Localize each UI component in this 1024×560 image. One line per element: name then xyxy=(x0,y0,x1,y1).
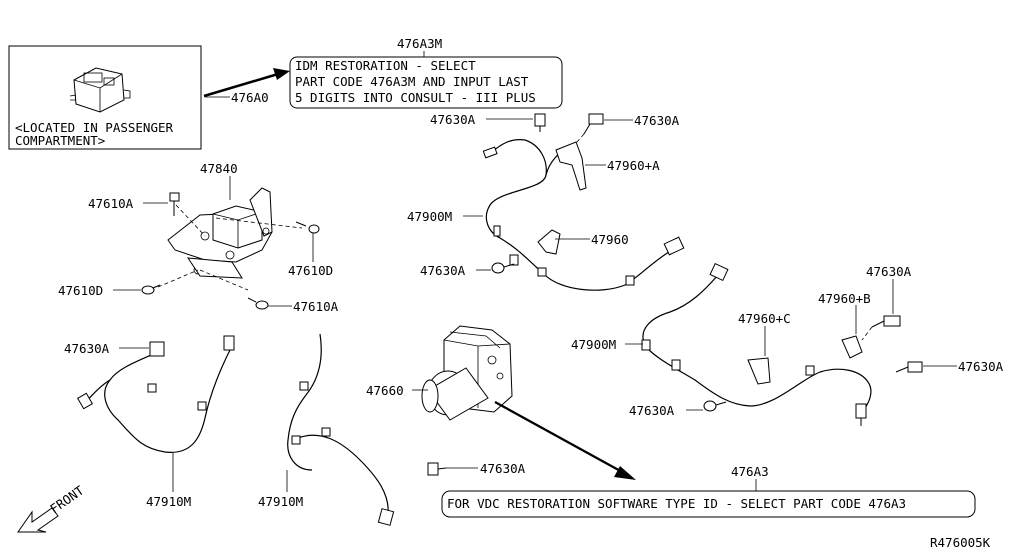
label-47630a-bottom: 47630A xyxy=(480,461,526,476)
label-47610d-left: 47610D xyxy=(58,283,103,298)
bolt-47630a-right-top xyxy=(583,113,604,135)
bolt-47630a-left xyxy=(703,400,727,412)
idm-arrow xyxy=(203,68,290,98)
label-47610a-top: 47610A xyxy=(88,196,134,211)
front-arrow-icon xyxy=(17,507,59,533)
label-47910m-right: 47910M xyxy=(258,494,303,509)
bracket-47960 xyxy=(537,229,561,255)
idm-note-line1: IDM RESTORATION - SELECT xyxy=(295,58,476,73)
label-47630a-far-right: 47630A xyxy=(866,264,912,279)
label-47910m-left: 47910M xyxy=(146,494,191,509)
label-476a3m: 476A3M xyxy=(397,36,442,51)
idm-module-icon xyxy=(69,67,131,113)
rear-sensor-harness xyxy=(641,262,872,426)
label-47960b: 47960+B xyxy=(818,291,871,306)
vdc-note-frame xyxy=(441,490,976,518)
idm-note: 476A3M IDM RESTORATION - SELECT PART COD… xyxy=(289,36,563,109)
bolt-47610a-top xyxy=(169,192,180,216)
bolt-47630a-far-right xyxy=(871,315,901,328)
front-sensor-harness xyxy=(482,139,685,291)
bolt-47630a-right-low xyxy=(895,361,923,373)
label-47630a-right: 47630A xyxy=(958,359,1004,374)
inset-caption-line2: COMPARTMENT> xyxy=(15,133,105,148)
rear-wheel-sensor-left xyxy=(76,335,235,453)
bolt-47630a-mid xyxy=(491,262,515,274)
figure-code: R476005K xyxy=(930,535,991,550)
front-direction-indicator: FRONT xyxy=(17,482,87,533)
inset-frame xyxy=(8,45,202,150)
idm-note-line3: 5 DIGITS INTO CONSULT - III PLUS xyxy=(295,90,536,105)
front-label: FRONT xyxy=(47,482,87,516)
label-47660: 47660 xyxy=(366,383,404,398)
vdc-note: 476A3 FOR VDC RESTORATION SOFTWARE TYPE … xyxy=(441,464,976,518)
bolt-47610a-bottom xyxy=(247,297,269,310)
label-476a3: 476A3 xyxy=(731,464,769,479)
label-47630a-left-area: 47630A xyxy=(64,341,110,356)
label-47630a-left: 47630A xyxy=(629,403,675,418)
label-47960: 47960 xyxy=(591,232,629,247)
inset-caption-line1: <LOCATED IN PASSENGER xyxy=(15,120,174,135)
label-47630a-right-top: 47630A xyxy=(634,113,680,128)
label-47630a-mid-top: 47630A xyxy=(430,112,476,127)
bracket-47960b xyxy=(841,335,863,359)
label-47900m-right: 47900M xyxy=(571,337,616,352)
bracket-47960c xyxy=(747,357,771,385)
idm-note-frame xyxy=(289,56,563,109)
idm-note-line2: PART CODE 476A3M AND INPUT LAST xyxy=(295,74,529,89)
bolt-47630a-mid-top xyxy=(534,113,546,132)
label-476a0: 476A0 xyxy=(231,90,269,105)
bolt-47610d-right xyxy=(295,221,320,234)
bracket-47960a xyxy=(555,141,587,191)
vdc-arrow xyxy=(494,400,636,480)
label-47960a: 47960+A xyxy=(607,158,660,173)
label-47610d-right: 47610D xyxy=(288,263,333,278)
label-47630a-mid: 47630A xyxy=(420,263,466,278)
rear-wheel-sensor-right xyxy=(287,333,395,526)
vdc-note-text: FOR VDC RESTORATION SOFTWARE TYPE ID - S… xyxy=(447,496,906,511)
label-47840: 47840 xyxy=(200,161,238,176)
label-47960c: 47960+C xyxy=(738,311,791,326)
label-47610a-bottom: 47610A xyxy=(293,299,339,314)
bolt-47630a-bottom xyxy=(427,462,447,476)
abs-actuator-47660 xyxy=(421,325,513,421)
label-47900m-top: 47900M xyxy=(407,209,452,224)
idm-inset: <LOCATED IN PASSENGER COMPARTMENT> xyxy=(8,45,202,150)
bolt-47610d-left xyxy=(141,284,161,295)
actuator-bracket-assembly: 47840 xyxy=(157,161,303,291)
